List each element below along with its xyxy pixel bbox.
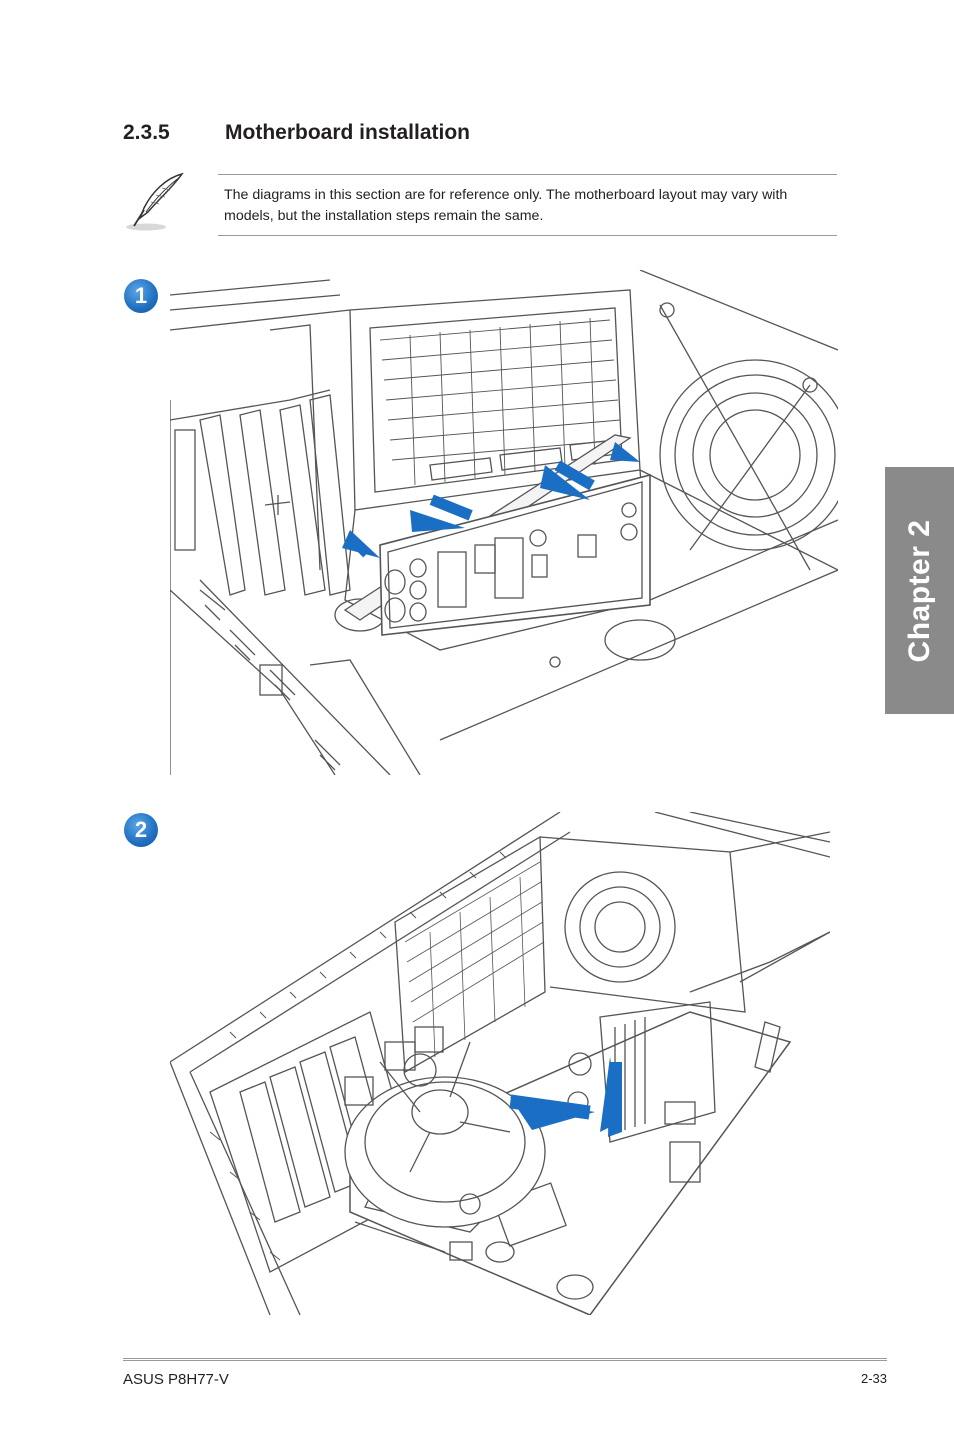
chapter-tab: Chapter 2 — [885, 467, 954, 714]
step-1-badge: 1 — [124, 279, 158, 313]
note-box: The diagrams in this section are for ref… — [218, 174, 837, 236]
motherboard-placement-diagram — [169, 811, 831, 1316]
io-shield-installation-diagram — [169, 269, 851, 776]
step-2-badge: 2 — [124, 813, 158, 847]
note-text: The diagrams in this section are for ref… — [224, 187, 788, 224]
footer-page-number: 2-33 — [860, 1371, 887, 1386]
section-number: 2.3.5 — [123, 121, 170, 144]
quill-pen-icon — [122, 170, 192, 234]
section-title: Motherboard installation — [225, 121, 471, 144]
chapter-label: Chapter 2 — [902, 519, 936, 662]
footer-product: ASUS P8H77-V — [123, 1371, 229, 1388]
footer-rule — [123, 1358, 887, 1361]
